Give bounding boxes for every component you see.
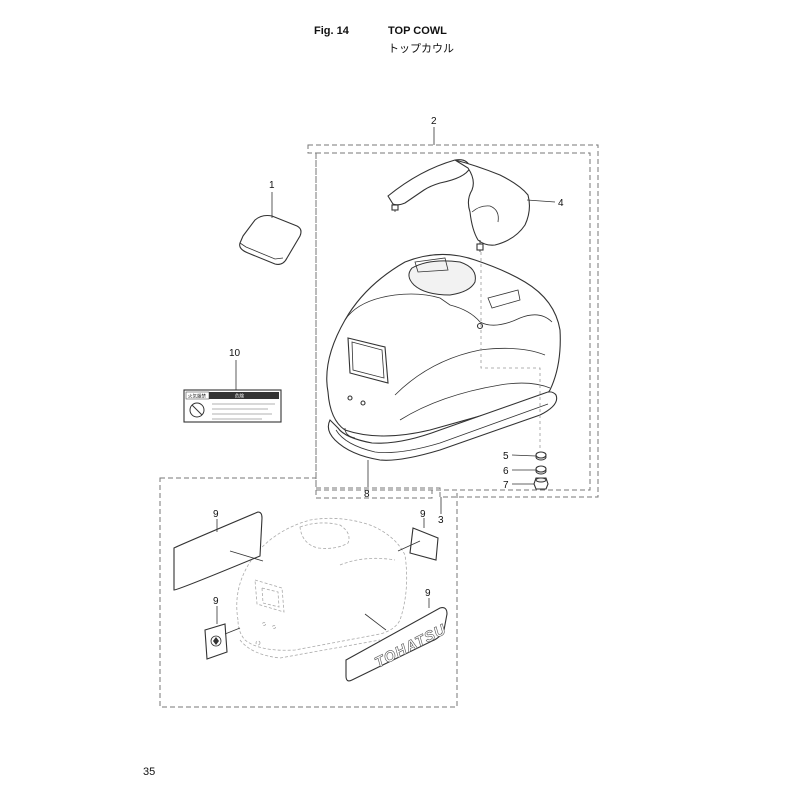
page-title: TOP COWL (388, 25, 447, 37)
page-number: 35 (143, 766, 156, 778)
callout-9-emblem: 9 (213, 596, 219, 607)
callout-4: 4 (558, 198, 564, 209)
assembly-3-cowl-ghost (236, 517, 408, 659)
figure-number: Fig. 14 (314, 25, 349, 37)
part-5-washer (535, 451, 547, 461)
part-4-rear-cover (387, 159, 531, 252)
callout-9-right-decal: 9 (420, 509, 426, 520)
part-9-side-decal-left (173, 511, 264, 591)
part-9-emblem-decal (204, 623, 241, 660)
part-6-washer (535, 465, 547, 475)
callout-9-left-decal: 9 (213, 509, 219, 520)
callout-5: 5 (503, 451, 509, 462)
page-title-japanese: トップカウル (388, 42, 454, 55)
fastener-centerline (480, 252, 541, 452)
part-10-warning-label: 火気厳禁 危険 (183, 389, 282, 423)
callout-6: 6 (503, 466, 509, 477)
callout-1: 1 (269, 180, 275, 191)
part-7-nut (533, 477, 549, 490)
leader-lines (216, 127, 556, 624)
assembly-3-outline (159, 477, 458, 708)
assembly-2-inner-outline (315, 152, 591, 491)
callout-3: 3 (438, 515, 444, 526)
part-9-logo-decal: TOHATSU (345, 607, 450, 682)
part-8-seal (327, 391, 558, 461)
part-1-cover-pad (239, 214, 302, 265)
callout-9-logo: 9 (425, 588, 431, 599)
callout-8: 8 (364, 489, 370, 500)
assembly-2-outline (307, 144, 599, 498)
callout-7: 7 (503, 480, 509, 491)
warning-box-text: 火気厳禁 (188, 393, 206, 400)
callout-2: 2 (431, 116, 437, 127)
part-9-small-decal-right (397, 527, 439, 561)
part-2-top-cowl (326, 253, 561, 437)
callout-10: 10 (229, 348, 241, 359)
warning-header-text: 危険 (235, 393, 244, 400)
